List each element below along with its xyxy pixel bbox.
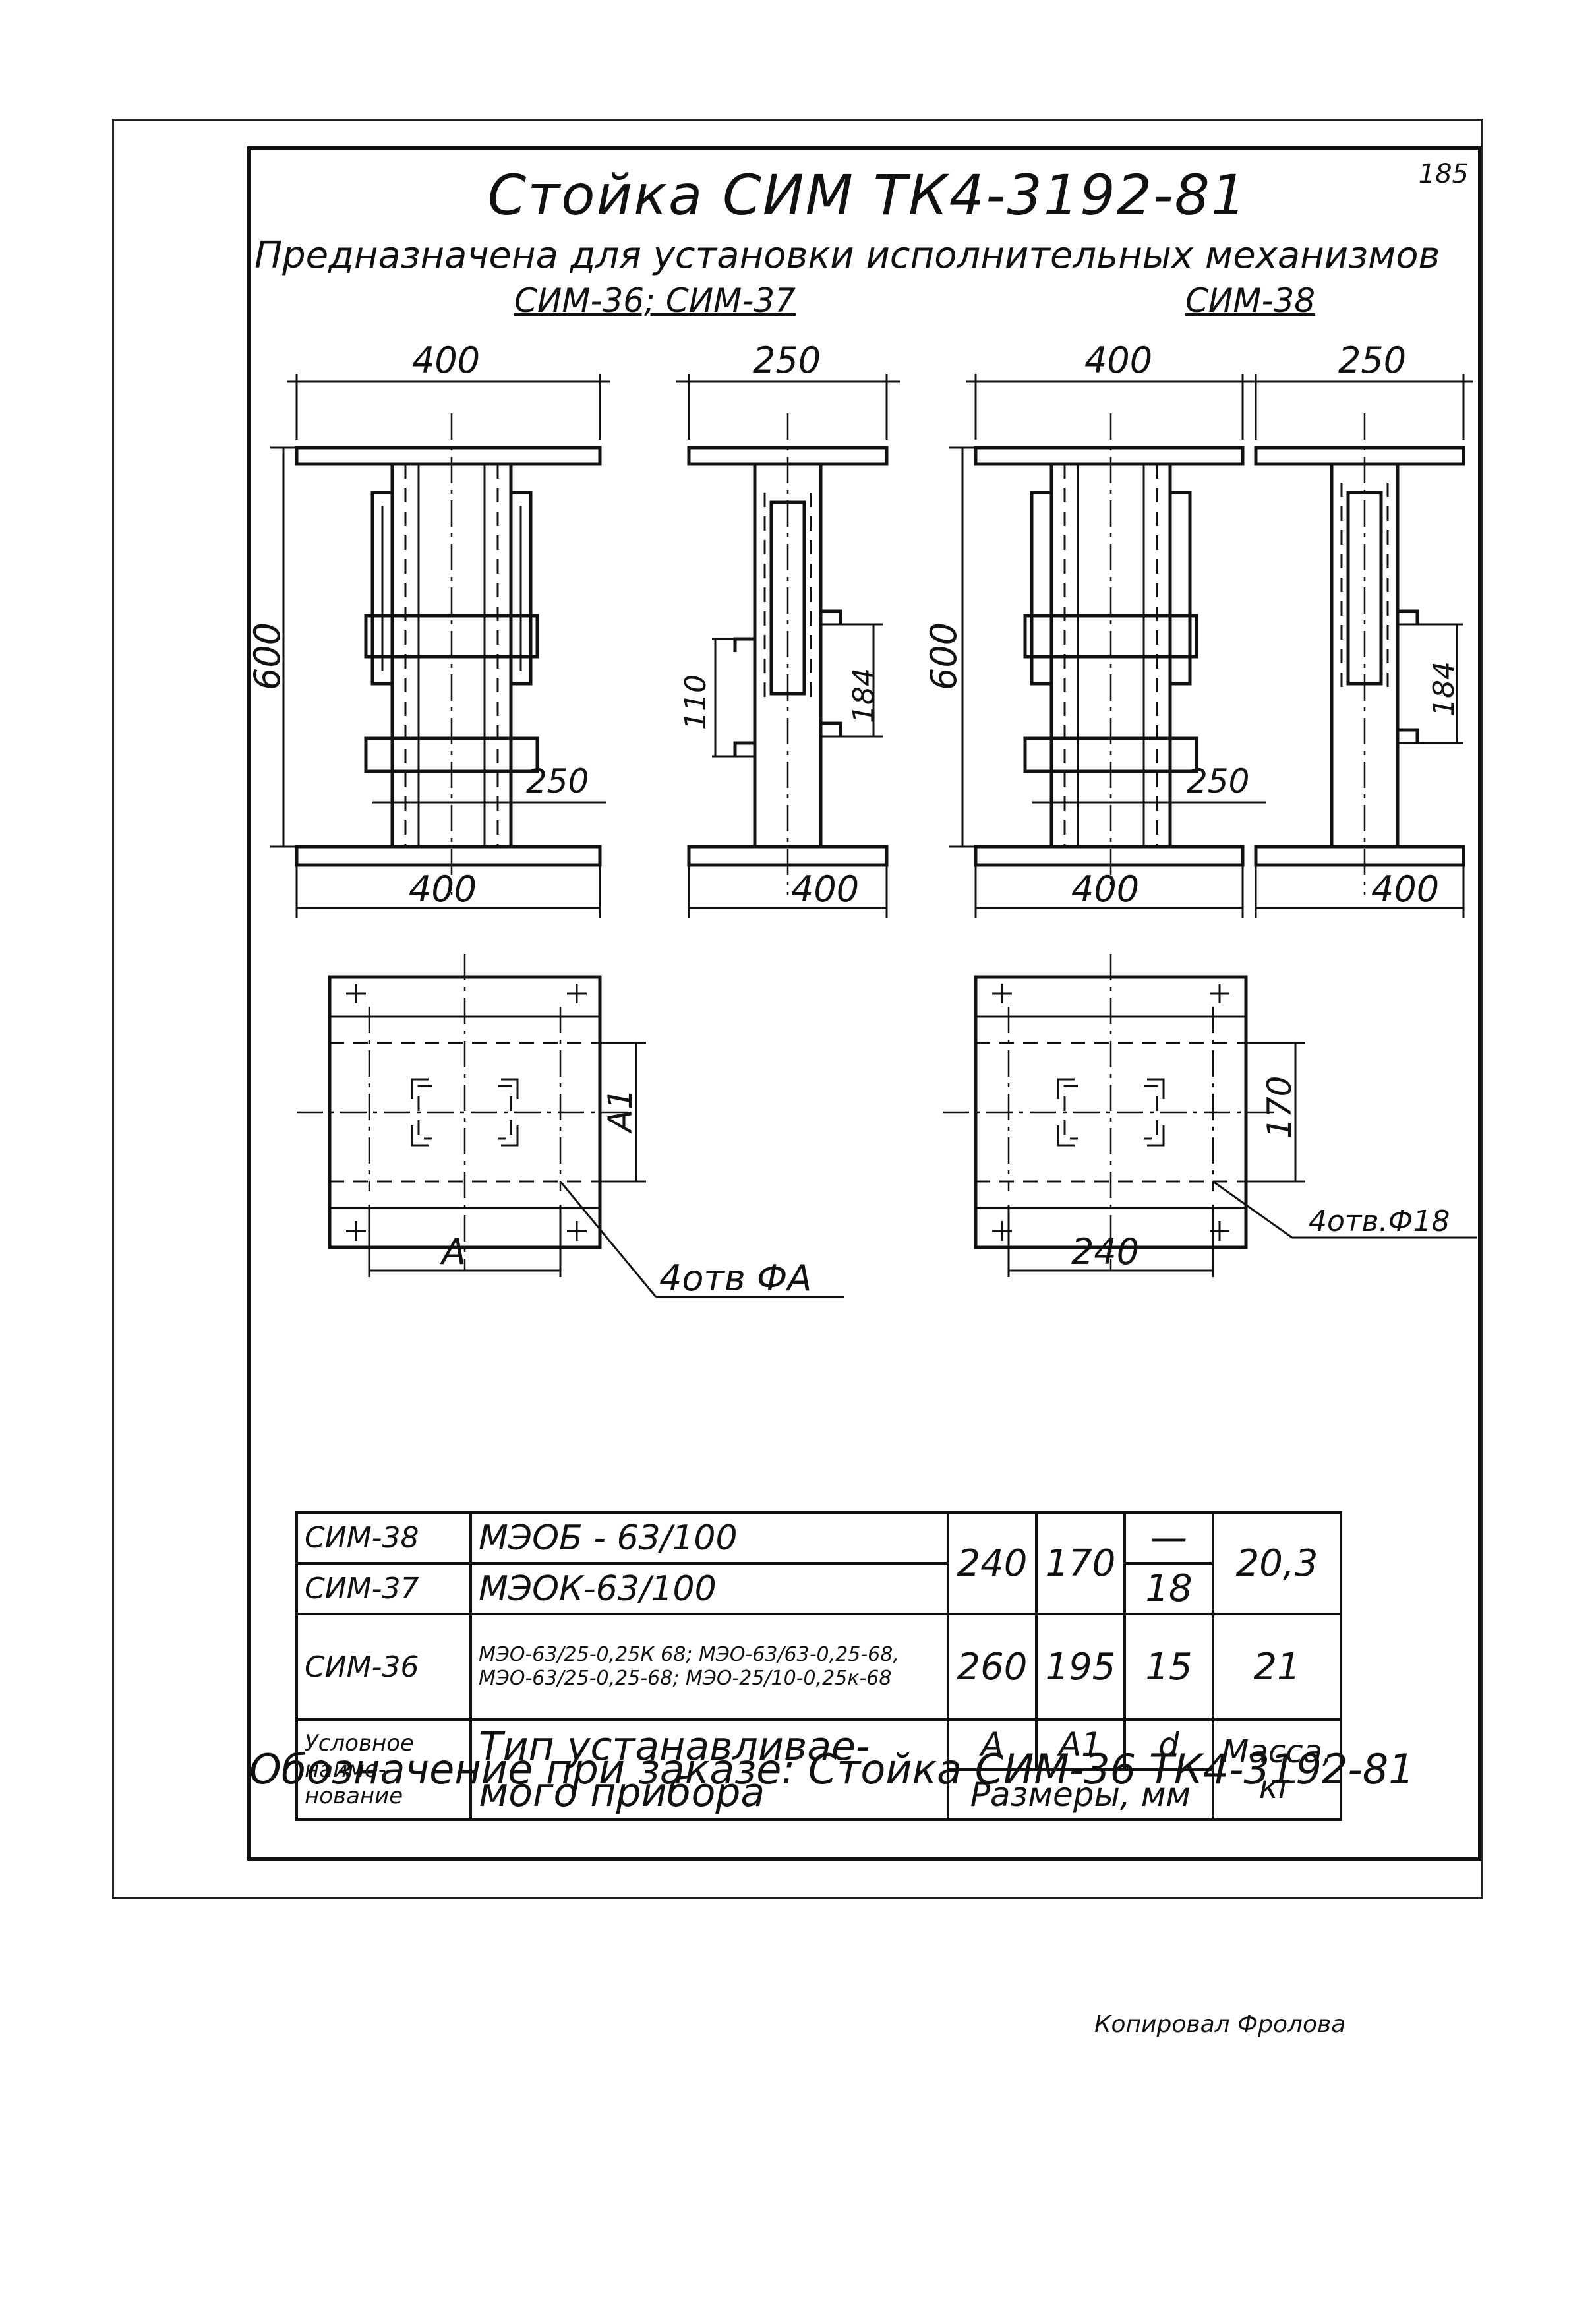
plan-dim-A1: A1 xyxy=(601,1089,639,1134)
copied-by: Копировал Фролова xyxy=(1094,2011,1346,2038)
header-sizes: Размеры, мм xyxy=(947,1768,1214,1821)
dim-height-2: 600 xyxy=(923,622,964,690)
row-device: МЭОБ - 63/100 xyxy=(469,1511,949,1565)
plan-view-left xyxy=(297,954,844,1298)
dim-top-depth-2: 250 xyxy=(1338,340,1406,381)
dim-gap-184-2: 184 xyxy=(1427,661,1461,717)
table-header-row: Условное наиме- нование Тип устанавливае… xyxy=(295,1718,1342,1821)
header-device-line2: мого прибора xyxy=(479,1770,765,1816)
table-row: СИМ-38 МЭОБ - 63/100 240 170 — 20,3 xyxy=(295,1511,1342,1615)
cell-d-36: 15 xyxy=(1123,1613,1214,1721)
table-header-row: Размеры, мм xyxy=(297,1768,1341,1821)
table-row: СИМ-36 МЭО-63/25-0,25К 68; МЭО-63/63-0,2… xyxy=(295,1613,1342,1721)
outer-border xyxy=(112,119,1483,1899)
dim-base-width-4: 400 xyxy=(1371,868,1439,910)
technical-drawing: 400 600 250 400 250 110 xyxy=(251,340,1477,1299)
header-name: Условное наиме- нование xyxy=(295,1718,472,1821)
row-name: СИМ-36 xyxy=(295,1613,472,1721)
group-left-label: СИМ-36; СИМ-37 xyxy=(514,282,796,320)
dim-base-width-3: 400 xyxy=(1071,868,1139,910)
sheet-title: Стойка СИМ ТК4-3192-81 xyxy=(487,163,1248,227)
header-mass: Масса, кг xyxy=(1212,1718,1342,1821)
page-number: 185 xyxy=(1418,159,1469,189)
dim-base-width-2: 400 xyxy=(791,868,859,910)
plan2-holes-label: 4отв.Ф18 xyxy=(1309,1205,1450,1238)
row-name: СИМ-38 xyxy=(295,1511,472,1565)
cell-A-36: 260 xyxy=(947,1613,1038,1721)
header-device-line1: Тип устанавливае- xyxy=(479,1723,870,1770)
cell-A-38-37: 240 xyxy=(947,1511,1038,1615)
group-right-label: СИМ-38 xyxy=(1185,282,1316,320)
cell-d-38: — xyxy=(1123,1511,1214,1565)
row-device: МЭОК-63/100 xyxy=(469,1562,949,1615)
plan2-dim-170: 170 xyxy=(1260,1076,1299,1139)
cell-A1-36: 195 xyxy=(1035,1613,1126,1721)
row-device: МЭО-63/25-0,25К 68; МЭО-63/63-0,25-68, М… xyxy=(469,1613,949,1721)
dim-gap-184-1: 184 xyxy=(847,668,881,723)
row-name: СИМ-37 xyxy=(295,1562,472,1615)
dim-top-width-2: 400 xyxy=(1084,340,1152,381)
spec-table: СИМ-38 МЭОБ - 63/100 240 170 — 20,3 СИМ-… xyxy=(295,1511,1342,1821)
side-view-right xyxy=(1239,374,1473,918)
side-view-left xyxy=(676,374,900,918)
dim-top-depth-1: 250 xyxy=(753,340,821,381)
header-d: d xyxy=(1123,1718,1214,1771)
plan-dim-A: A xyxy=(440,1231,466,1272)
dim-base-width-1: 400 xyxy=(409,868,477,910)
header-A: A xyxy=(947,1718,1038,1771)
cell-mass-38-37: 20,3 xyxy=(1212,1511,1342,1615)
header-A1: A1 xyxy=(1035,1718,1126,1771)
dim-height-1: 600 xyxy=(251,622,288,690)
header-device: Тип устанавливае- мого прибора xyxy=(469,1718,949,1821)
front-view-right xyxy=(949,374,1266,918)
cell-A1-38-37: 170 xyxy=(1035,1511,1126,1615)
front-view-left xyxy=(270,374,610,918)
dim-gap-110: 110 xyxy=(679,674,713,730)
dim-base-mid-1: 250 xyxy=(526,762,589,800)
dim-base-mid-2: 250 xyxy=(1187,762,1249,800)
cell-mass-36: 21 xyxy=(1212,1613,1342,1721)
table-row: СИМ-37 МЭОК-63/100 18 xyxy=(295,1562,1341,1615)
cell-d-37: 18 xyxy=(1123,1562,1214,1615)
dim-top-width-1: 400 xyxy=(412,340,480,381)
plan-view-right xyxy=(943,954,1477,1277)
purpose-line: Предназначена для установки исполнительн… xyxy=(254,234,1440,277)
plan2-dim-240: 240 xyxy=(1071,1231,1139,1272)
plan-holes-label: 4отв ФА xyxy=(659,1257,812,1299)
